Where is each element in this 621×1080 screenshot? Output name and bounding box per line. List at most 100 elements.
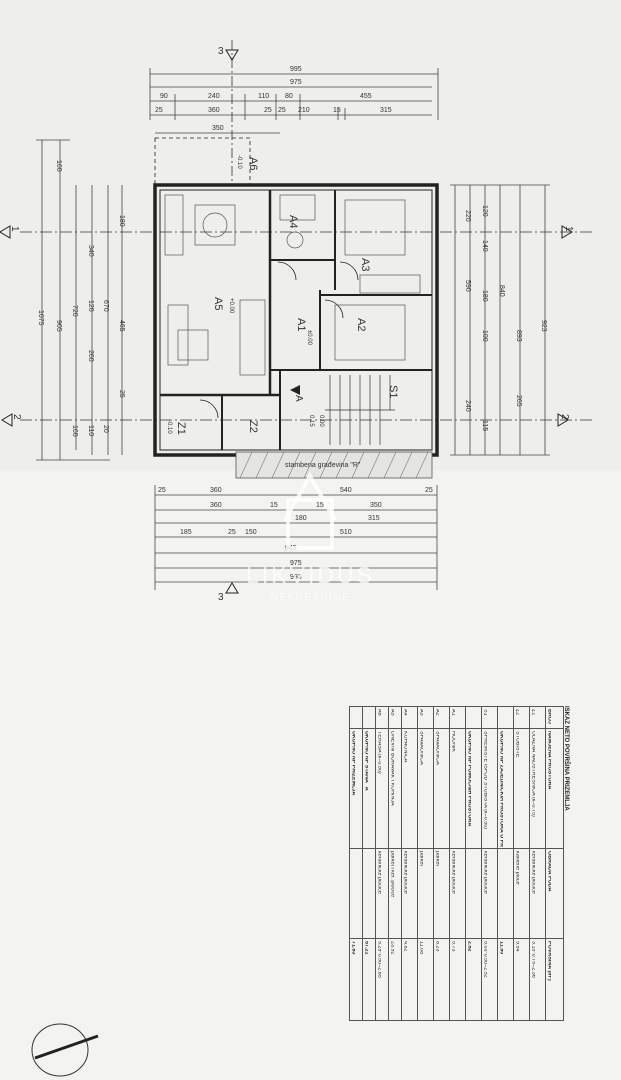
svg-text:180: 180 (295, 515, 307, 522)
svg-text:180: 180 (481, 290, 488, 302)
table-cell-text: 2.52 (466, 940, 472, 952)
svg-text:1: 1 (9, 226, 20, 232)
table-cell-text: SPREMIŠTE ISPOD STUBIŠTA (k=0.50) (482, 730, 488, 829)
svg-text:25: 25 (228, 529, 236, 536)
stamp-mark (31, 1023, 99, 1077)
watermark-logo (283, 471, 337, 550)
svg-text:240: 240 (464, 400, 471, 412)
svg-text:90: 90 (160, 93, 168, 100)
table-cell: SPREMIŠTE ISPOD STUBIŠTA (k=0.50) (481, 728, 498, 849)
table-cell: kamene ploče (513, 848, 530, 939)
table-cell-text: A3 (418, 708, 424, 716)
table-cell: UKUPNO NP POMOĆNIH PROSTORA (465, 728, 482, 849)
table-cell (362, 848, 376, 939)
table-cell (362, 706, 376, 729)
table-cell: UKUPNO NP STANA "A" (362, 728, 376, 849)
section-marker-a: A (290, 385, 304, 402)
table-cell: Z1 (529, 706, 546, 729)
left-dimension-labels: 1075 905 720 340 670 465 160 180 120 260… (37, 160, 125, 437)
table-cell: 57.21 (362, 938, 376, 1021)
svg-text:455: 455 (360, 93, 372, 100)
svg-text:160: 160 (71, 425, 78, 437)
bottom-dimension-labels: 25 360 540 25 360 15 350 15 180 315 185 … (158, 487, 433, 581)
table-cell-text: keramičke pločice (450, 850, 456, 894)
table-cell-text: 5.73 (450, 940, 456, 952)
svg-text:975: 975 (290, 560, 302, 567)
svg-text:510: 510 (340, 529, 352, 536)
svg-text:1075: 1075 (37, 310, 44, 326)
table-cell-text: parket (418, 850, 424, 866)
svg-text:115: 115 (481, 420, 488, 431)
svg-text:265: 265 (515, 395, 522, 407)
svg-text:25: 25 (264, 107, 272, 114)
svg-text:3: 3 (218, 592, 224, 603)
table-header-cell: NAMJENA PROSTORA (545, 728, 564, 849)
table-cell-text: HODNIK (450, 730, 456, 752)
table-cell (349, 848, 363, 939)
table-cell-text: 71.63 (350, 940, 356, 955)
table-cell-text: UKUPNO NP POMOĆNIH PROSTORA (466, 730, 472, 826)
svg-text:A5: A5 (212, 297, 224, 310)
svg-text:110: 110 (258, 93, 269, 100)
room-labels: A6 A4 A3 A5 A1 A2 S1 Z2 Z1 (175, 157, 399, 435)
table-cell: A5 (388, 706, 402, 729)
svg-text:+0.00: +0.00 (228, 298, 234, 314)
svg-text:670: 670 (102, 300, 109, 312)
table-cell-text: parket i ker. pločice (389, 850, 395, 897)
table-cell: parket i ker. pločice (388, 848, 402, 939)
table-cell-text: 4.82 (402, 940, 408, 952)
table-cell: SPAVAONICA (417, 728, 434, 849)
table-cell: 5.73 (449, 938, 466, 1021)
table-cell-text: 8.23 (434, 940, 440, 952)
svg-text:1: 1 (563, 226, 574, 232)
table-cell-text: A2 (434, 708, 440, 716)
table-cell: 8.23 (433, 938, 450, 1021)
table-cell (465, 848, 482, 939)
svg-text:905: 905 (55, 320, 62, 332)
table-cell: 11.08 (417, 938, 434, 1021)
table-cell: 4.82 (401, 938, 418, 1021)
table-cell: keramičke pločice (375, 848, 389, 939)
svg-text:360: 360 (208, 107, 220, 114)
level-marks: +0.00 -0.10 -0.10 ±0.00 0.15 0.00 (166, 155, 324, 434)
table-cell: parket (417, 848, 434, 939)
svg-text:220: 220 (464, 210, 471, 222)
table-title: ISKAZ NETO POVRŠINA PRIZEMLJA (563, 706, 569, 811)
table-cell: KUPAONICA (401, 728, 418, 849)
svg-text:100: 100 (481, 330, 488, 342)
svg-text:25: 25 (278, 107, 286, 114)
svg-text:80: 80 (285, 93, 293, 100)
svg-text:A: A (293, 395, 304, 402)
svg-text:3: 3 (218, 46, 224, 57)
table-cell-text: Z1 (530, 708, 536, 715)
table-cell-text: 23.92 (389, 940, 395, 955)
svg-text:923: 923 (540, 320, 547, 332)
table-cell: keramičke pločice (529, 848, 546, 939)
svg-text:840: 840 (498, 285, 505, 297)
svg-text:340: 340 (87, 245, 94, 257)
table-cell-text: NAMJENA PROSTORA (546, 730, 552, 789)
table-cell (497, 848, 514, 939)
svg-text:120: 120 (481, 205, 488, 217)
svg-text:A4: A4 (287, 215, 299, 228)
table-cell-text: SPAVAONICA (434, 730, 440, 765)
table-cell: A3 (417, 706, 434, 729)
svg-text:975: 975 (290, 79, 302, 86)
table-cell: SPAVAONICA (433, 728, 450, 849)
svg-text:25: 25 (158, 487, 166, 494)
table-cell (349, 706, 363, 729)
left-dimensions (36, 139, 123, 461)
table-cell-text: POVRŠINA (m²) (546, 940, 552, 981)
table-cell: STUBIŠTE (513, 728, 530, 849)
table-cell-text: A6 (376, 708, 382, 716)
svg-text:Z1: Z1 (175, 422, 187, 435)
svg-text:720: 720 (71, 305, 78, 317)
section-line-1: 1 1 (0, 225, 595, 239)
table-cell-text: 11.90 (498, 940, 504, 954)
table-cell-text: Z2 (514, 708, 520, 715)
furniture (164, 194, 421, 376)
table-cell-text: A4 (402, 708, 408, 716)
svg-text:15: 15 (270, 502, 278, 509)
